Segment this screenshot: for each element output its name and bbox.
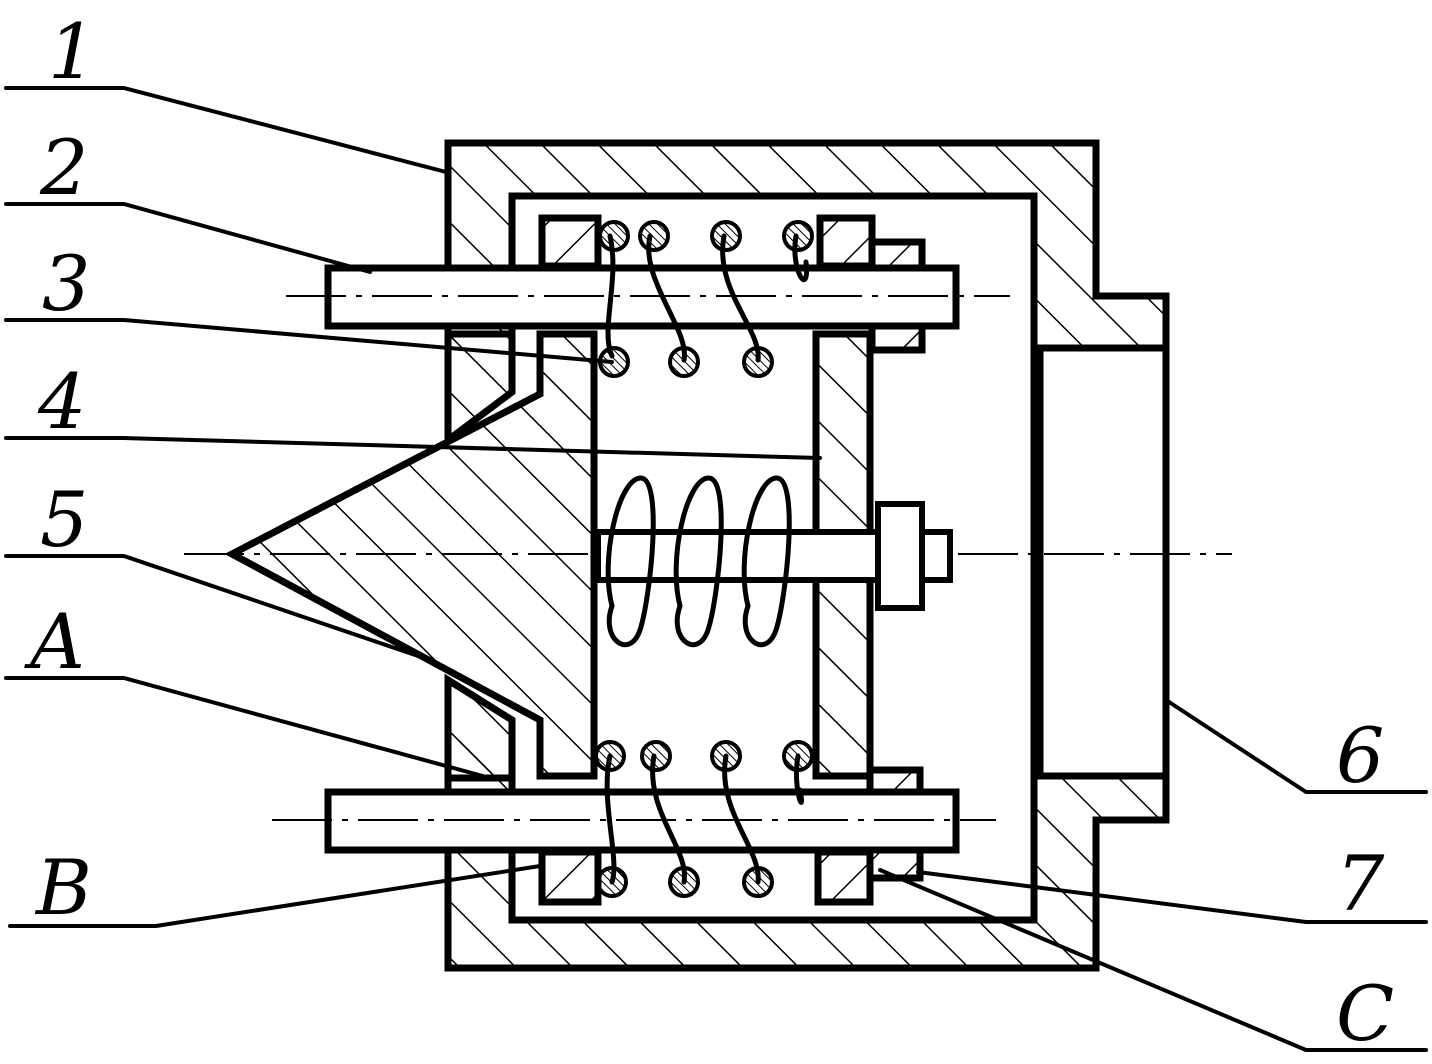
lower-bushing-right bbox=[814, 848, 874, 906]
label-6: 6 bbox=[1336, 711, 1384, 800]
label-b: B bbox=[34, 843, 92, 932]
boss-bore bbox=[1036, 344, 1170, 780]
leader-lines bbox=[4, 86, 1428, 1052]
lower-bushing-left bbox=[538, 848, 602, 906]
label-a: A bbox=[24, 597, 85, 686]
label-1: 1 bbox=[48, 7, 96, 96]
wall-left-lower bbox=[444, 673, 516, 782]
center-nut bbox=[875, 501, 925, 611]
label-4: 4 bbox=[37, 357, 86, 446]
label-7: 7 bbox=[1336, 839, 1385, 928]
label-c: C bbox=[1336, 969, 1394, 1058]
lower-spring bbox=[594, 740, 814, 898]
wall-left-upper bbox=[444, 330, 516, 447]
label-3: 3 bbox=[42, 239, 90, 328]
upper-spring bbox=[598, 220, 814, 378]
label-2: 2 bbox=[39, 123, 88, 212]
center-spring bbox=[605, 475, 792, 648]
upper-bushing-right bbox=[816, 214, 876, 270]
upper-bushing-left bbox=[538, 214, 602, 270]
label-5: 5 bbox=[40, 475, 88, 564]
